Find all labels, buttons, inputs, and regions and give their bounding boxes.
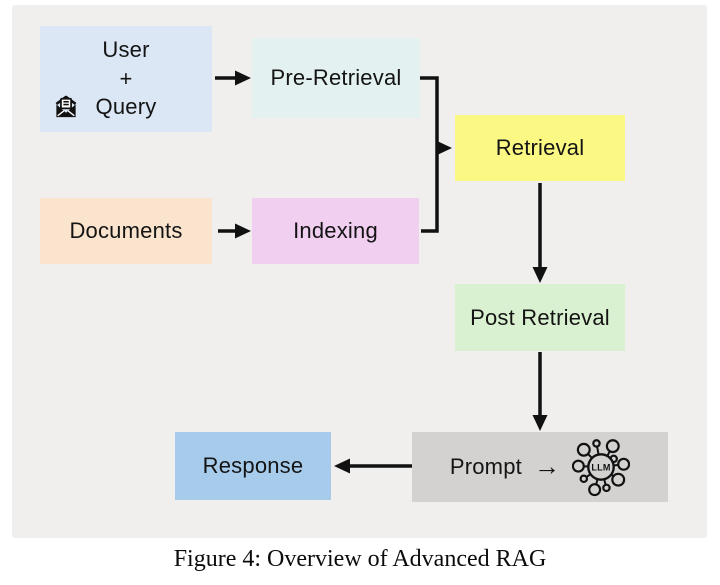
prompt-content: Prompt → [449, 437, 631, 497]
node-post-retrieval: Post Retrieval [455, 284, 625, 351]
user-query-line-2: + [119, 65, 133, 91]
figure-caption: Figure 4: Overview of Advanced RAG [173, 546, 547, 572]
node-prompt: Prompt → [412, 432, 668, 502]
llm-icon-label: LLM [592, 463, 611, 473]
open-mail-icon [52, 93, 80, 121]
node-pre-retrieval: Pre-Retrieval [252, 38, 420, 118]
user-query-line-3: Query [95, 94, 157, 120]
node-retrieval: Retrieval [455, 115, 625, 181]
llm-network-icon: LLM [571, 437, 631, 497]
node-response: Response [175, 432, 331, 500]
node-documents: Documents [40, 198, 212, 264]
pre-retrieval-label: Pre-Retrieval [270, 65, 402, 90]
post-retrieval-label: Post Retrieval [470, 304, 610, 330]
indexing-label: Indexing [293, 218, 378, 243]
retrieval-label: Retrieval [495, 135, 585, 160]
prompt-arrow-glyph: → [533, 451, 561, 481]
prompt-label: Prompt [449, 454, 522, 479]
node-indexing: Indexing [252, 198, 419, 264]
response-label: Response [202, 453, 304, 478]
documents-label: Documents [69, 218, 183, 243]
user-query-line-1: User [102, 37, 150, 63]
node-user-query: User + Query [40, 26, 212, 132]
